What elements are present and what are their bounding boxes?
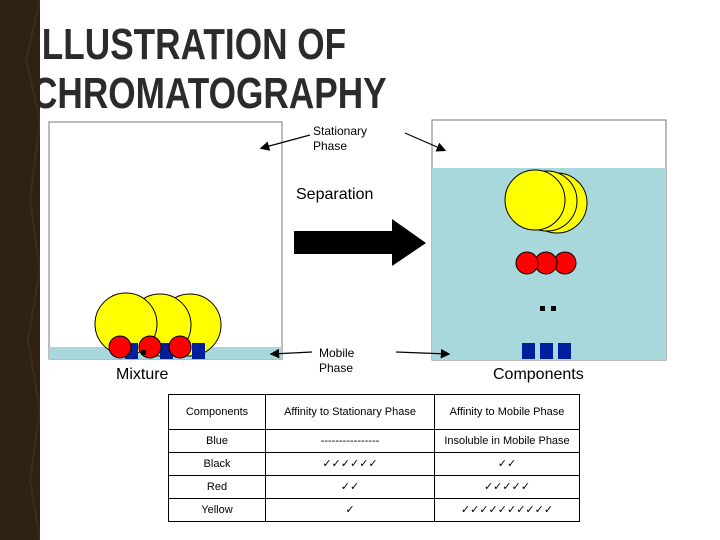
stationary-pointer-right bbox=[404, 132, 447, 152]
blue-spot bbox=[522, 343, 535, 359]
table-cell: ✓✓ bbox=[434, 452, 580, 476]
stationary-pointer-left bbox=[259, 134, 311, 151]
black-spot bbox=[540, 306, 545, 311]
mixture-label: Mixture bbox=[116, 366, 169, 383]
table-cell: Red bbox=[168, 475, 266, 499]
table-cell: ---------------- bbox=[265, 429, 435, 453]
mobile-phase-label: Mobile Phase bbox=[319, 346, 355, 375]
mobile-pointer-right bbox=[395, 348, 451, 359]
table-cell: ✓✓✓✓✓✓ bbox=[265, 452, 435, 476]
table-header-cell: Affinity to Stationary Phase bbox=[265, 394, 435, 430]
separation-label: Separation bbox=[296, 186, 374, 203]
blue-spot bbox=[540, 343, 553, 359]
red-spot bbox=[108, 335, 132, 359]
black-spot bbox=[551, 306, 556, 311]
table-row: Red ✓✓ ✓✓✓✓✓ bbox=[168, 475, 580, 499]
components-label: Components bbox=[493, 366, 584, 383]
table-cell: ✓✓✓✓✓ bbox=[434, 475, 580, 499]
table-cell: Insoluble in Mobile Phase bbox=[434, 429, 580, 453]
slide-title: ILLUSTRATION OF CHROMATOGRAPHY bbox=[40, 20, 420, 120]
separation-arrow bbox=[294, 219, 426, 266]
title-line-1: ILLUSTRATION OF bbox=[40, 20, 347, 69]
affinity-table: Components Affinity to Stationary Phase … bbox=[168, 394, 580, 522]
table-header-cell: Affinity to Mobile Phase bbox=[434, 394, 580, 430]
sidebar-decoration bbox=[0, 0, 40, 540]
red-spot bbox=[515, 251, 539, 275]
table-header-row: Components Affinity to Stationary Phase … bbox=[168, 394, 580, 430]
table-cell: ✓✓✓✓✓✓✓✓✓✓ bbox=[434, 498, 580, 522]
table-row: Black ✓✓✓✓✓✓ ✓✓ bbox=[168, 452, 580, 476]
table-cell: Black bbox=[168, 452, 266, 476]
stationary-phase-label: Stationary Phase bbox=[313, 124, 368, 153]
table-cell: ✓ bbox=[265, 498, 435, 522]
red-spot bbox=[168, 335, 192, 359]
mobile-pointer-left bbox=[269, 348, 313, 359]
blue-spot bbox=[558, 343, 571, 359]
table-cell: ✓✓ bbox=[265, 475, 435, 499]
blue-spot bbox=[192, 343, 205, 359]
table-row: Blue ---------------- Insoluble in Mobil… bbox=[168, 429, 580, 453]
yellow-spot bbox=[504, 169, 566, 231]
table-header-cell: Components bbox=[168, 394, 266, 430]
table-cell: Blue bbox=[168, 429, 266, 453]
table-row: Yellow ✓ ✓✓✓✓✓✓✓✓✓✓ bbox=[168, 498, 580, 522]
table-cell: Yellow bbox=[168, 498, 266, 522]
title-line-2: CHROMATOGRAPHY bbox=[40, 69, 387, 118]
